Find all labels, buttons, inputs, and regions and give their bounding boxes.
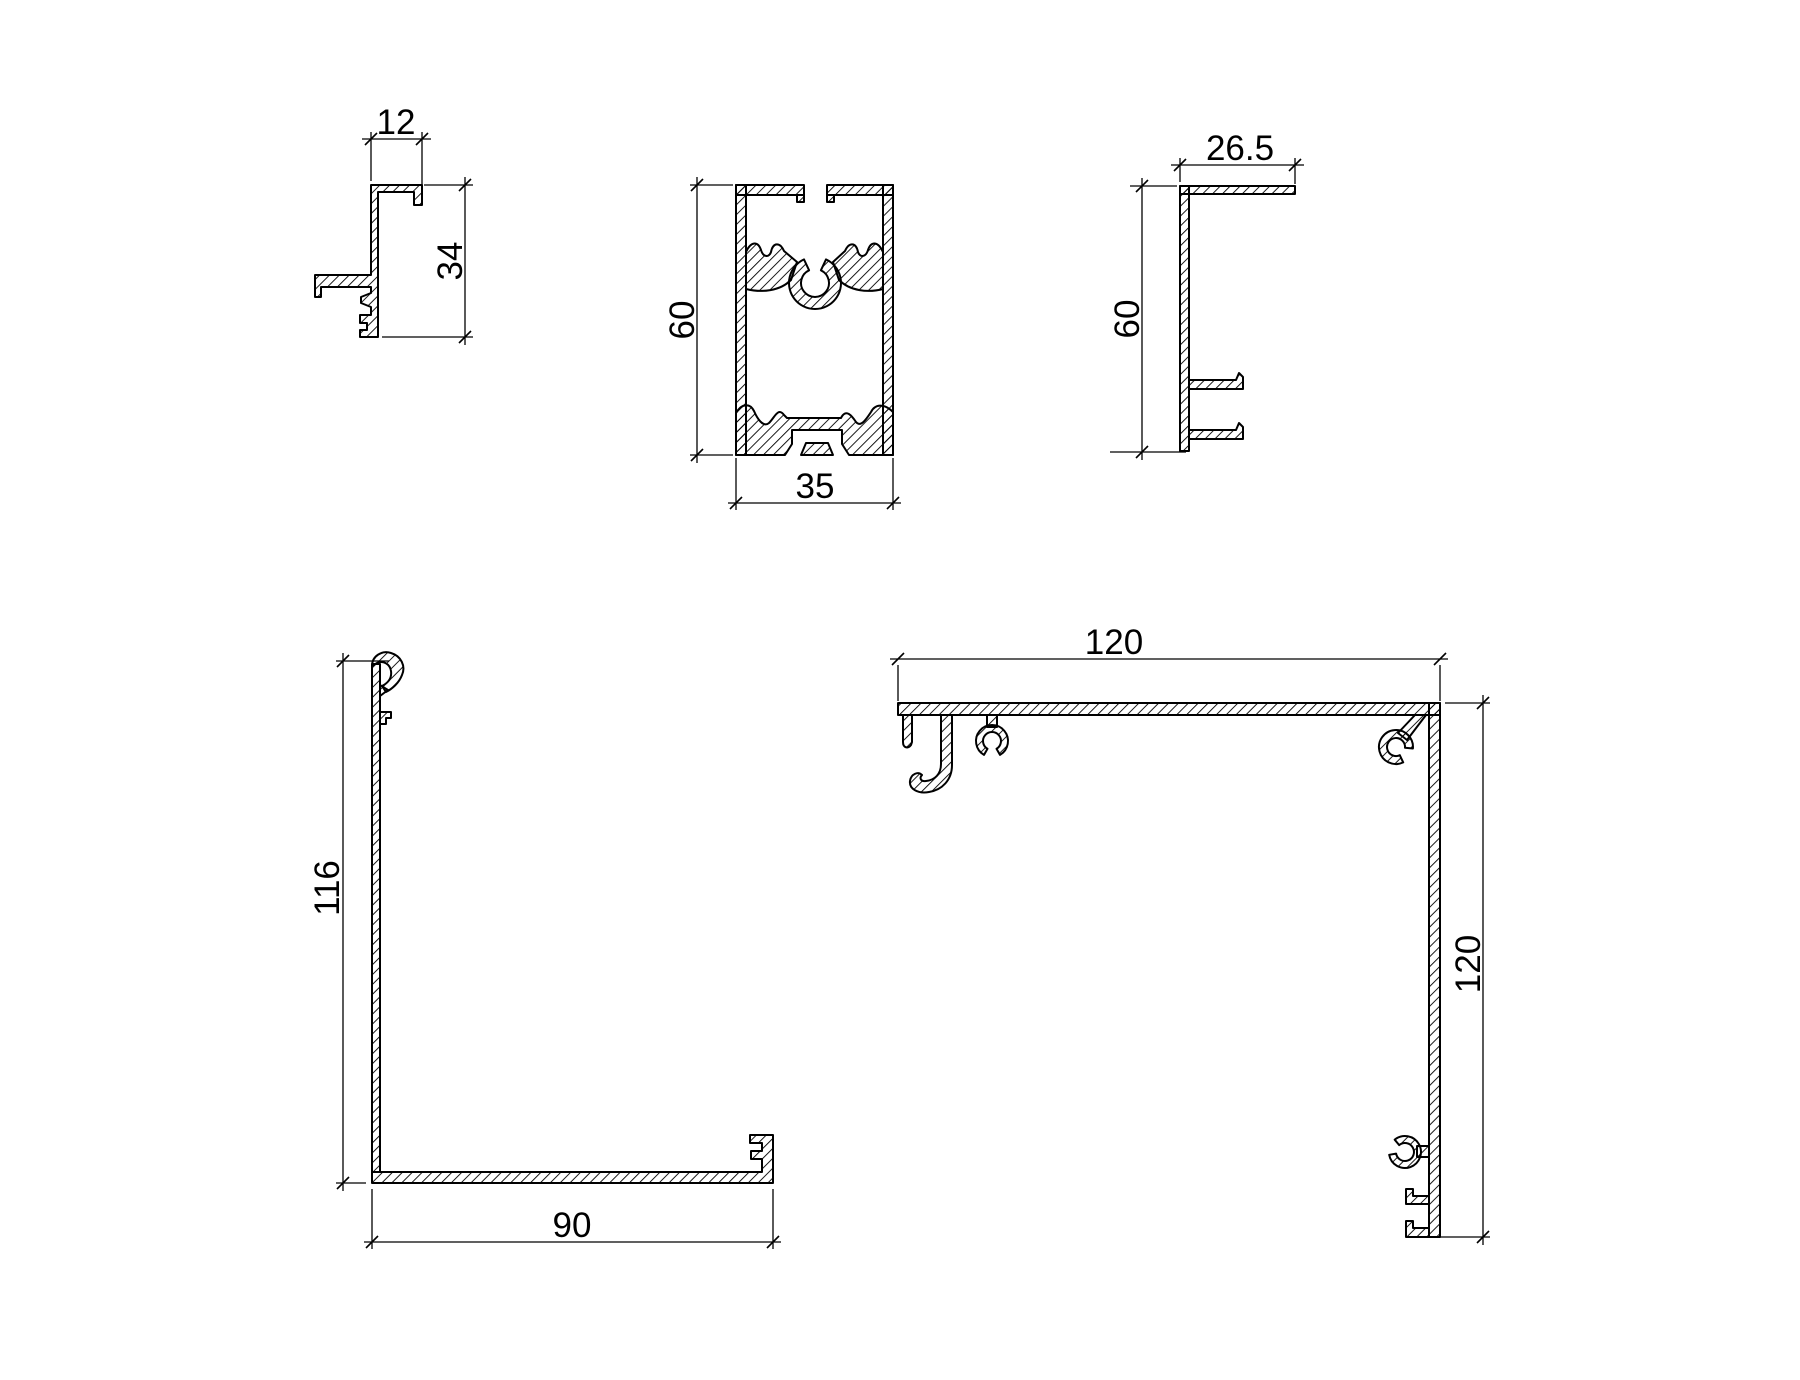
tick-mark (1173, 158, 1187, 172)
dim-label-width: 90 (553, 1206, 592, 1245)
tick-mark (1288, 158, 1302, 172)
dim-label-width: 120 (1085, 623, 1143, 662)
dim-label-width: 35 (796, 467, 835, 506)
tick-mark (891, 652, 905, 666)
tick-mark (1135, 445, 1149, 459)
tick-mark (1476, 696, 1490, 710)
corner-wall-hook-lower (1405, 1220, 1430, 1238)
tube-slot-lip (826, 194, 835, 203)
f-arm-lower (1188, 422, 1244, 440)
dimension-height-60: 60 (1108, 178, 1186, 460)
tick-mark (690, 448, 704, 462)
corner-right-wall (1428, 702, 1441, 1238)
l-channel-hook-barb (379, 684, 389, 697)
f-top-flange (1179, 185, 1296, 195)
corner-j-hook (908, 714, 953, 794)
tube-top-wall-left (735, 184, 805, 196)
dimension-height-34: 34 (382, 177, 473, 345)
tick-mark (458, 330, 472, 344)
l-channel-base-and-end-clip (371, 1134, 774, 1184)
dim-label-height: 60 (663, 301, 702, 340)
tube-slot-lip (796, 194, 805, 203)
profile-small-angle-section: 12 34 (314, 103, 473, 345)
corner-screw-boss-right (1377, 729, 1414, 766)
profile-l-channel-section: 116 90 (308, 651, 781, 1249)
tube-bottom-band (735, 404, 894, 456)
tick-mark (336, 1176, 350, 1190)
dimension-width-120: 120 (890, 623, 1448, 701)
dim-label-height: 120 (1449, 935, 1488, 993)
profile-corner-section: 120 120 (890, 623, 1490, 1245)
tick-mark (365, 1235, 379, 1249)
dim-label-width: 26.5 (1206, 129, 1274, 168)
tick-mark (415, 132, 429, 146)
l-channel-wall (371, 663, 381, 1173)
dimension-height-116: 116 (308, 653, 389, 1191)
corner-wall-hook-upper (1405, 1188, 1430, 1205)
l-channel-top-hook (371, 651, 405, 693)
f-vertical-wall (1179, 185, 1190, 452)
tick-mark (886, 496, 900, 510)
corner-screw-boss-lower (1388, 1135, 1422, 1169)
dimension-height-120: 120 (1437, 695, 1490, 1245)
dimension-width-90: 90 (364, 1189, 781, 1249)
profile-f-section: 26.5 60 (1108, 129, 1304, 460)
tick-mark (1135, 179, 1149, 193)
tube-screw-boss (788, 258, 842, 310)
dim-label-height: 116 (308, 860, 347, 916)
tick-mark (766, 1235, 780, 1249)
tube-t-slot-island (800, 442, 834, 456)
tick-mark (364, 132, 378, 146)
dim-label-width: 12 (377, 103, 416, 142)
tick-mark (690, 178, 704, 192)
dimension-height-60: 60 (663, 177, 733, 463)
tube-top-wall-right (826, 184, 894, 196)
tick-mark (1433, 652, 1447, 666)
tick-mark (729, 496, 743, 510)
profile-small-angle-outline (314, 184, 423, 338)
l-channel-nub (379, 711, 392, 725)
dimension-width-26-5: 26.5 (1171, 129, 1304, 184)
tube-web-left (745, 242, 798, 292)
tick-mark (1476, 1230, 1490, 1244)
corner-left-lip (902, 714, 913, 749)
tube-web-right (832, 242, 884, 292)
f-arm-upper (1188, 372, 1244, 390)
dim-label-height: 34 (431, 242, 470, 281)
corner-top-wall (897, 702, 1441, 716)
corner-screw-boss-left (975, 724, 1009, 756)
dim-label-height: 60 (1108, 300, 1147, 339)
tick-mark (336, 654, 350, 668)
tick-mark (458, 178, 472, 192)
profile-tube-section: 60 35 (663, 177, 901, 510)
dimension-width-12: 12 (362, 103, 431, 199)
dimension-width-35: 35 (728, 458, 901, 510)
